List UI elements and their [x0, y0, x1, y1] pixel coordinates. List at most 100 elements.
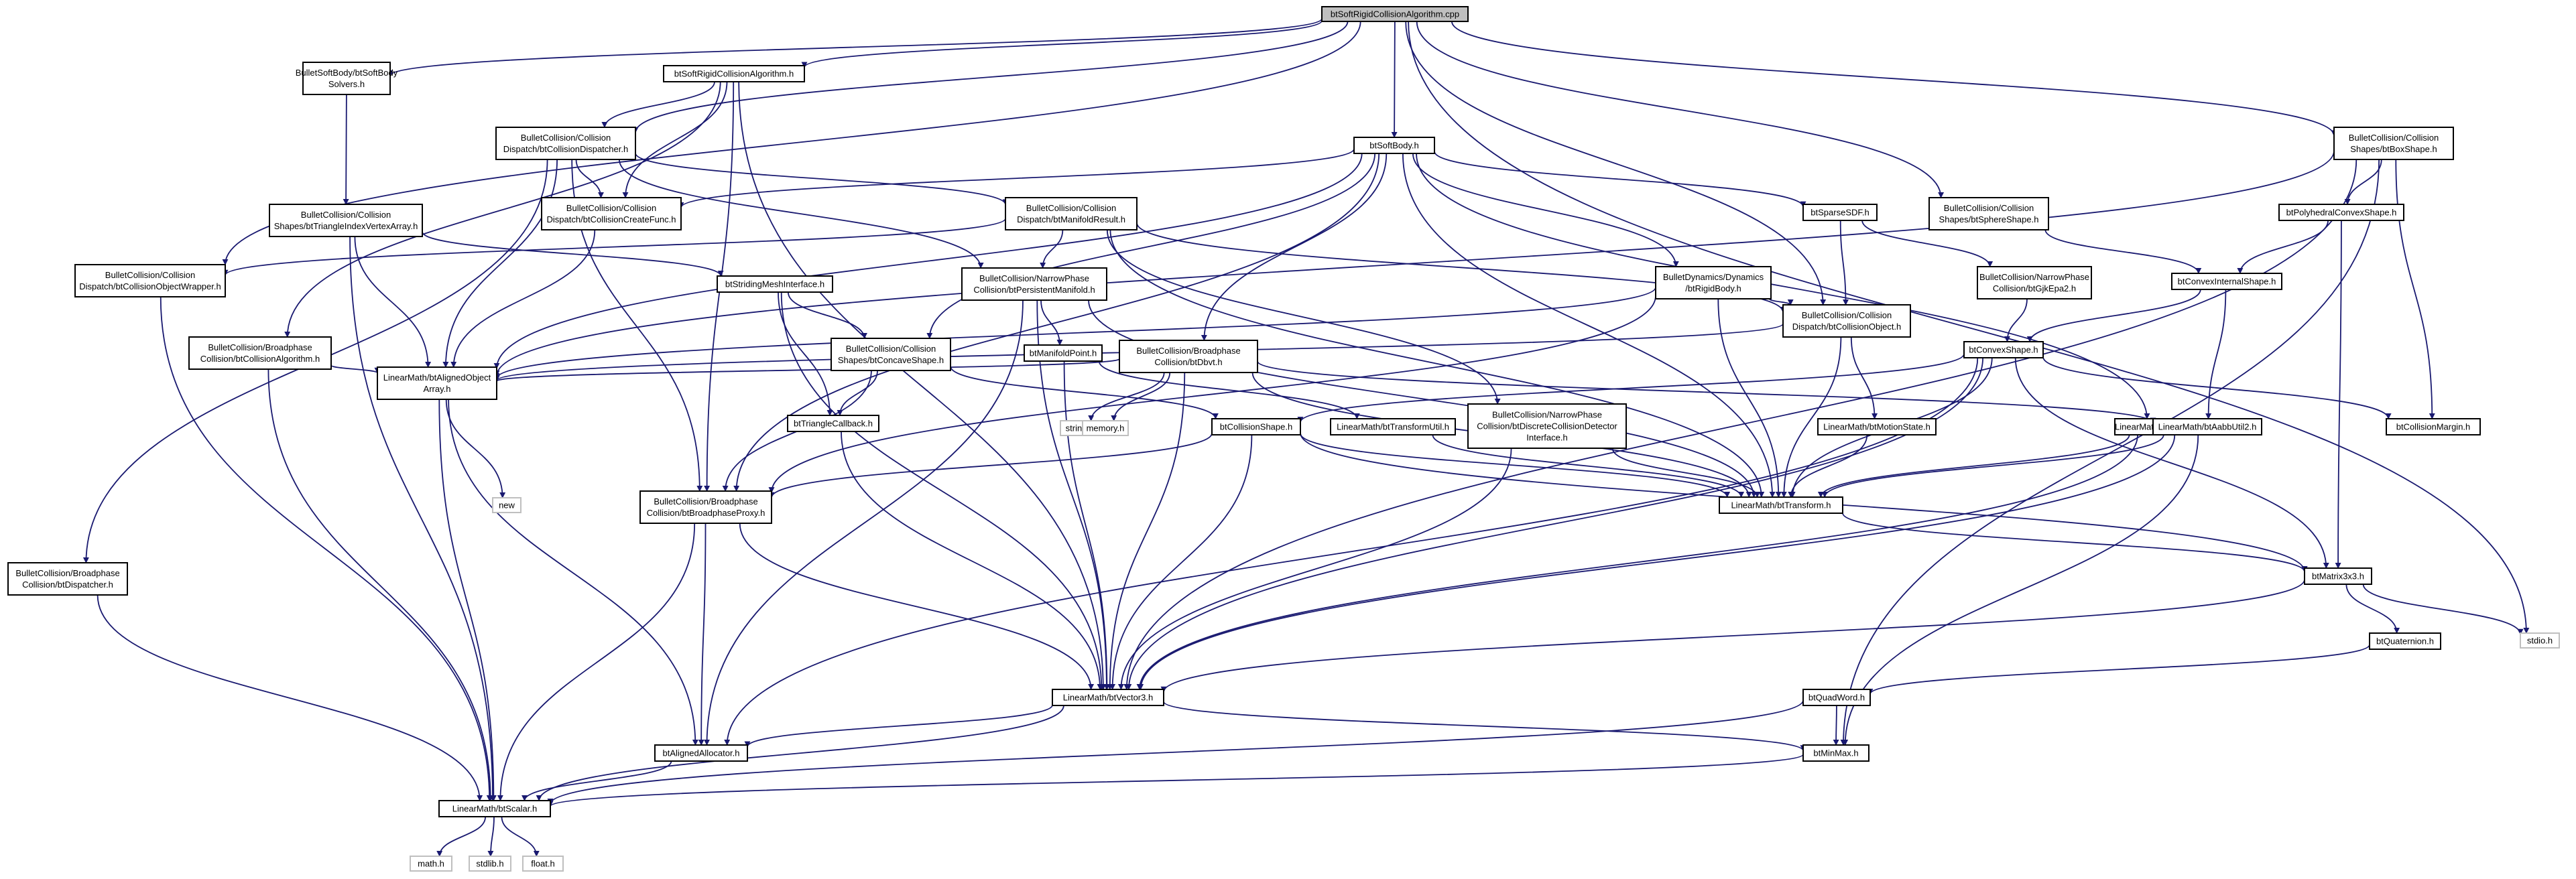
node-sparseSDF[interactable]: btSparseSDF.h — [1802, 204, 1878, 221]
include-edge-minMax-to-scalar — [547, 754, 1804, 807]
node-quadWord[interactable]: btQuadWord.h — [1802, 689, 1871, 706]
node-transformUtil[interactable]: LinearMath/btTransformUtil.h — [1330, 418, 1456, 435]
include-edge-scalar-to-stdlibH — [487, 816, 495, 857]
node-label-line: btStridingMeshInterface.h — [725, 279, 824, 289]
node-box — [1977, 266, 2092, 299]
node-box — [1802, 689, 1871, 706]
node-label-line: LinearMath/btAabbUtil2.h — [2158, 422, 2257, 432]
include-edge-persistentManifold-to-manifoldPoint — [1040, 299, 1063, 346]
node-memoryH[interactable]: memory.h — [1082, 420, 1129, 436]
node-vector3[interactable]: LinearMath/btVector3.h — [1052, 689, 1164, 706]
include-edge-softBody-to-concaveShape — [926, 153, 1375, 339]
include-edge-softRigidAlgoH-to-createFunc — [622, 81, 728, 198]
node-floatH[interactable]: float.h — [522, 856, 564, 872]
node-objWrapper[interactable]: BulletCollision/CollisionDispatch/btColl… — [74, 264, 226, 297]
node-manifoldPoint[interactable]: btManifoldPoint.h — [1024, 344, 1103, 362]
node-collShape[interactable]: btCollisionShape.h — [1211, 418, 1301, 435]
node-box — [663, 65, 805, 82]
node-collObject[interactable]: BulletCollision/CollisionDispatch/btColl… — [1782, 304, 1911, 338]
include-edge-manifoldResult-to-objWrapper — [222, 218, 1006, 276]
node-quaternion[interactable]: btQuaternion.h — [2369, 632, 2441, 650]
node-newH[interactable]: new — [492, 497, 522, 513]
include-edge-softBody-to-transformH — [1402, 153, 1776, 498]
node-concaveShape[interactable]: BulletCollision/CollisionShapes/btConcav… — [831, 338, 951, 371]
node-boxShape[interactable]: BulletCollision/CollisionShapes/btBoxSha… — [2333, 127, 2454, 160]
node-matrix3x3[interactable]: btMatrix3x3.h — [2304, 567, 2372, 585]
node-stridingMesh[interactable]: btStridingMeshInterface.h — [717, 275, 833, 293]
include-edge-root-to-collDispatcher — [632, 21, 1349, 133]
node-label-line: math.h — [418, 859, 444, 869]
node-label-line: Dispatch/btCollisionObject.h — [1792, 322, 1902, 332]
node-createFunc[interactable]: BulletCollision/CollisionDispatch/btColl… — [541, 197, 682, 230]
node-label-line: btConvexShape.h — [1969, 345, 2038, 355]
node-stdioH[interactable]: stdio.h — [2520, 632, 2560, 649]
node-box — [1802, 744, 1869, 762]
node-collMargin[interactable]: btCollisionMargin.h — [2386, 418, 2481, 435]
node-box — [1024, 344, 1103, 362]
node-alignedAlloc[interactable]: btAlignedAllocator.h — [654, 744, 748, 762]
node-box — [438, 800, 551, 817]
nodes-layer: btSoftRigidCollisionAlgorithm.cppBulletS… — [7, 6, 2560, 872]
node-triIndexArray[interactable]: BulletCollision/CollisionShapes/btTriang… — [269, 204, 423, 237]
node-root[interactable]: btSoftRigidCollisionAlgorithm.cpp — [1321, 6, 1469, 22]
include-edge-matrix3x3-to-quaternion — [2345, 584, 2400, 634]
include-edge-collDispatcher-to-createFunc — [575, 159, 604, 198]
node-scalar[interactable]: LinearMath/btScalar.h — [438, 800, 551, 817]
include-edge-aabbUtil-to-transformH — [1821, 434, 2164, 498]
node-discreteDetector[interactable]: BulletCollision/NarrowPhaseCollision/btD… — [1467, 403, 1627, 449]
node-box — [1330, 418, 1456, 435]
include-edge-dbvt-to-alignedObjArray — [493, 358, 1120, 382]
node-minMax[interactable]: btMinMax.h — [1802, 744, 1869, 762]
include-edge-softBody-to-debugDraw — [1416, 153, 2150, 419]
node-dbvt[interactable]: BulletCollision/BroadphaseCollision/btDb… — [1119, 340, 1258, 373]
node-transformH[interactable]: LinearMath/btTransform.h — [1719, 496, 1843, 514]
include-edge-convexInternal-to-convexShape — [2026, 289, 2201, 342]
include-edge-root-to-stdioH — [1408, 21, 2530, 634]
node-box — [1817, 418, 1937, 435]
node-box — [1082, 420, 1129, 436]
node-sphereShape[interactable]: BulletCollision/CollisionShapes/btSphere… — [1928, 197, 2049, 230]
node-label-line: LinearMath/btAlignedObject — [383, 373, 491, 383]
node-collDispatcher[interactable]: BulletCollision/CollisionDispatch/btColl… — [495, 127, 636, 160]
include-edge-dbvt-to-vector3 — [1107, 372, 1186, 690]
node-softRigidAlgoH[interactable]: btSoftRigidCollisionAlgorithm.h — [663, 65, 805, 82]
node-bpProxy[interactable]: BulletCollision/BroadphaseCollision/btBr… — [639, 490, 772, 524]
include-edge-vector3-to-alignedAlloc — [744, 704, 1053, 748]
node-label-line: Collision/btDiscreteCollisionDetector — [1477, 421, 1617, 431]
include-edge-rigidBody-to-alignedObjArray — [493, 287, 1656, 379]
node-convexInternal[interactable]: btConvexInternalShape.h — [2171, 273, 2282, 290]
node-softBody[interactable]: btSoftBody.h — [1353, 137, 1435, 154]
node-label-line: BulletCollision/Collision — [1026, 203, 1116, 213]
node-mathH[interactable]: math.h — [410, 856, 452, 872]
node-label-line: btAlignedAllocator.h — [663, 748, 740, 758]
node-bpCollAlgo[interactable]: BulletCollision/BroadphaseCollision/btCo… — [188, 336, 332, 370]
include-edge-rigidBody-to-bpProxy — [768, 295, 1656, 494]
node-manifoldResult[interactable]: BulletCollision/CollisionDispatch/btMani… — [1005, 197, 1138, 230]
include-edge-bpProxy-to-vector3 — [739, 523, 1095, 690]
node-label-line: BulletCollision/Collision — [2349, 133, 2439, 143]
node-gjkEpa2[interactable]: BulletCollision/NarrowPhaseCollision/btG… — [1977, 266, 2092, 299]
node-label-line: Collision/btPersistentManifold.h — [973, 285, 1095, 295]
node-label-line: btSparseSDF.h — [1811, 208, 1869, 218]
include-edge-triIndexArray-to-scalar — [349, 236, 496, 801]
node-triCallback[interactable]: btTriangleCallback.h — [787, 415, 879, 432]
edges-layer — [82, 17, 2530, 857]
node-bpDispatcher[interactable]: BulletCollision/BroadphaseCollision/btDi… — [7, 562, 128, 596]
node-persistentManifold[interactable]: BulletCollision/NarrowPhaseCollision/btP… — [961, 267, 1107, 301]
include-edge-matrix3x3-to-vector3 — [1160, 579, 2305, 693]
node-label-line: BulletCollision/Collision — [301, 210, 391, 220]
node-convexShape[interactable]: btConvexShape.h — [1963, 341, 2044, 358]
include-edge-collObject-to-transformH — [1780, 336, 1842, 498]
include-edge-root-to-softBodySolvers — [387, 17, 1323, 76]
node-stdlibH[interactable]: stdlib.h — [469, 856, 511, 872]
node-label-line: BulletCollision/NarrowPhase — [1979, 272, 2089, 282]
node-motionState[interactable]: LinearMath/btMotionState.h — [1817, 418, 1937, 435]
node-rigidBody[interactable]: BulletDynamics/Dynamics/btRigidBody.h — [1655, 266, 1772, 299]
node-aabbUtil[interactable]: LinearMath/btAabbUtil2.h — [2152, 418, 2262, 435]
node-box — [1719, 496, 1843, 514]
include-edge-softRigidAlgoH-to-bpCollAlgo — [284, 81, 721, 338]
include-edge-discreteDetector-to-transformH — [1611, 448, 1760, 498]
node-polyConvex[interactable]: btPolyhedralConvexShape.h — [2278, 204, 2404, 221]
